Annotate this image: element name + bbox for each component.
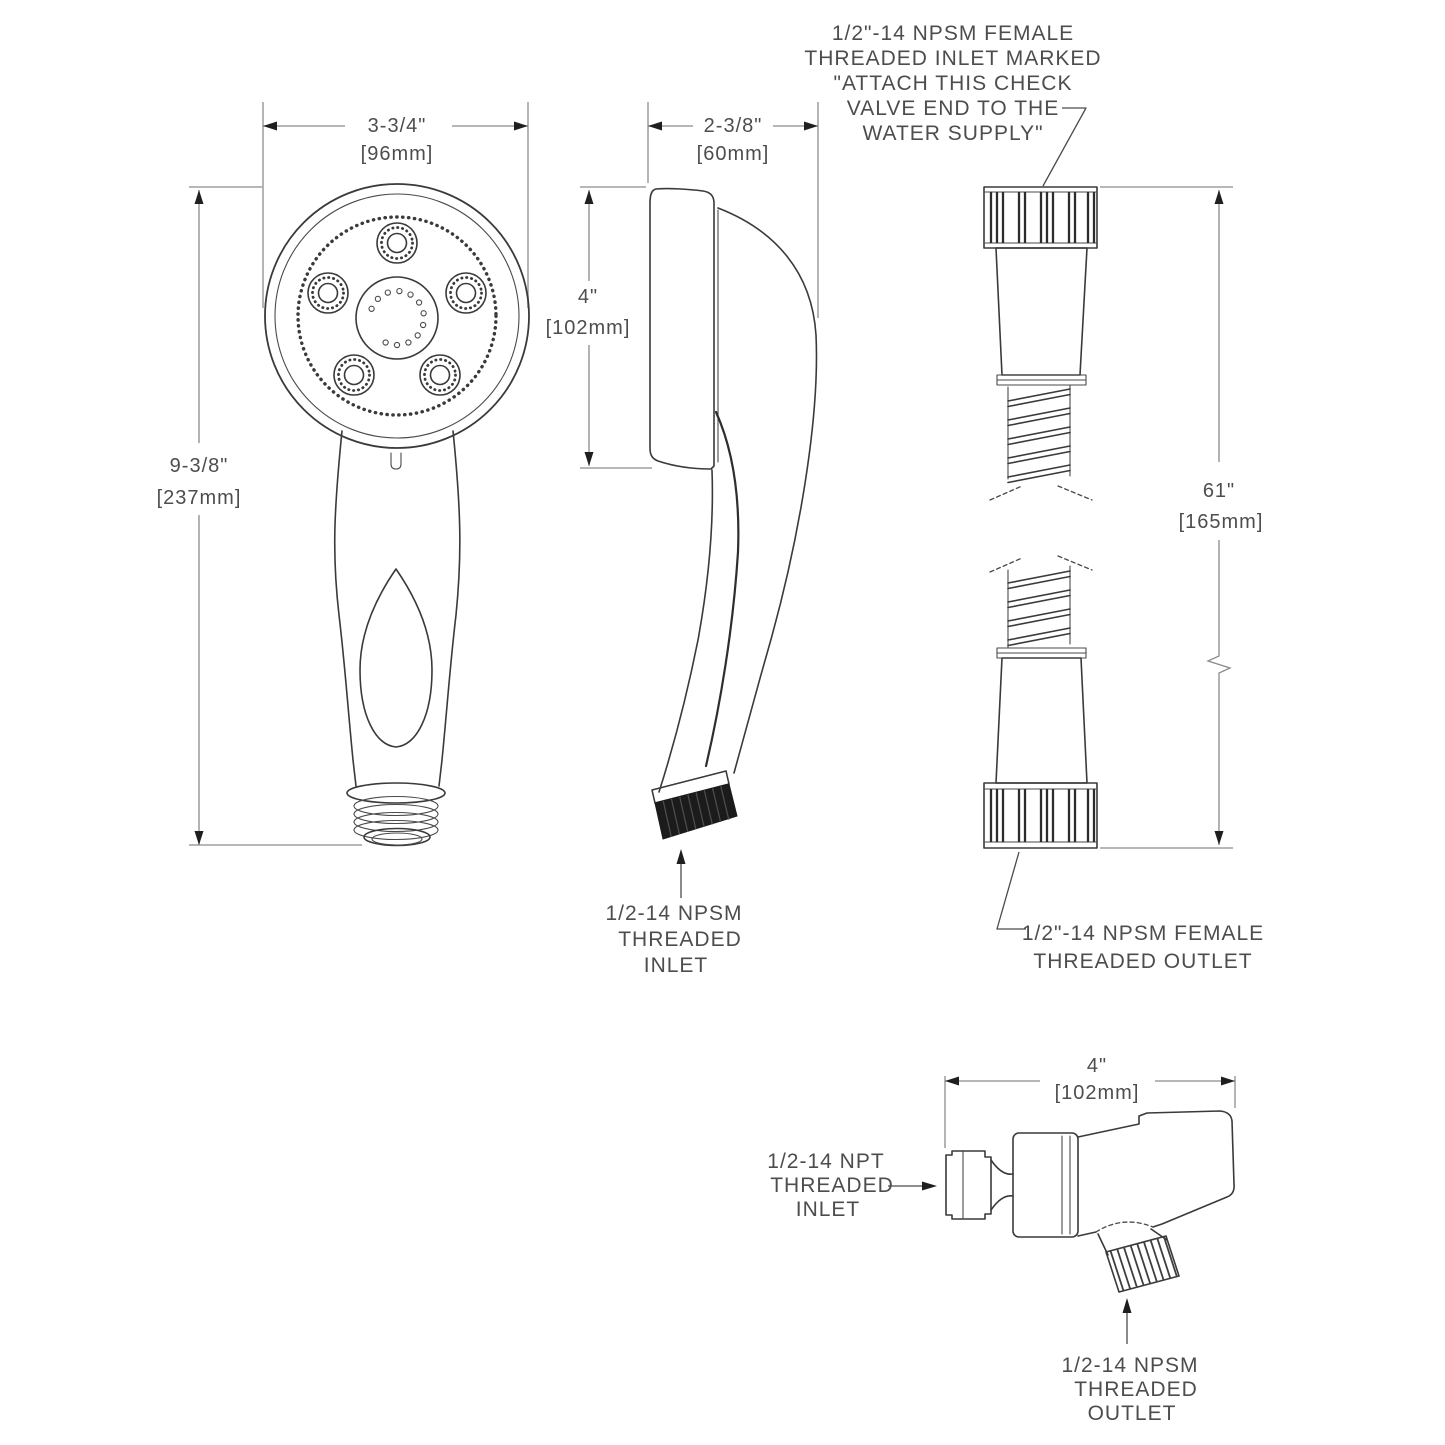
hose-break-line-upper-right bbox=[1057, 485, 1093, 501]
hose-break-line-lower bbox=[989, 557, 1023, 573]
dimension-break-symbol bbox=[1206, 648, 1232, 690]
side-depth-dimension: 2-3/8" [60mm] bbox=[647, 102, 819, 318]
showerhead-handle-front bbox=[333, 430, 461, 847]
spray-nozzle-bottom-right bbox=[419, 354, 461, 396]
center-jet-cluster bbox=[355, 276, 439, 360]
mount-ball-joint bbox=[1095, 1221, 1154, 1233]
spray-nozzle-right bbox=[445, 272, 487, 314]
mount-inlet-block bbox=[945, 1150, 992, 1220]
hose-inlet-callout: 1/2"-14 NPSM FEMALE THREADED INLET MARKE… bbox=[804, 22, 1101, 187]
hose-inlet-label-line5: WATER SUPPLY" bbox=[862, 122, 1043, 145]
mount-outlet-callout: 1/2-14 NPSM THREADED OUTLET bbox=[1061, 1298, 1198, 1425]
mount-width-inches: 4" bbox=[1087, 1055, 1107, 1077]
hose-inlet-label-line4: VALVE END TO THE bbox=[847, 97, 1059, 120]
spray-face-plate bbox=[649, 187, 715, 470]
mount-inlet-label-line1: 1/2-14 NPT bbox=[767, 1150, 884, 1173]
hose-inlet-label-line1: 1/2"-14 NPSM FEMALE bbox=[832, 22, 1074, 45]
front-height-inches: 9-3/8" bbox=[170, 455, 229, 477]
hose-lower-nut bbox=[983, 782, 1098, 849]
side-face-mm: [102mm] bbox=[546, 317, 631, 339]
hose-lower-connector-body bbox=[995, 647, 1088, 784]
handle-grip-inlay bbox=[359, 568, 433, 748]
hose-upper-coil bbox=[989, 384, 1093, 501]
mount-width-mm: [102mm] bbox=[1055, 1082, 1140, 1104]
mount-outlet-label-line3: OUTLET bbox=[1088, 1402, 1177, 1425]
side-depth-mm: [60mm] bbox=[697, 143, 770, 165]
front-height-dimension: 9-3/8" [237mm] bbox=[157, 186, 362, 846]
hose-upper-nut bbox=[983, 186, 1098, 249]
mount-inlet-label-line3: INLET bbox=[796, 1198, 861, 1221]
hose-length-inches: 61" bbox=[1203, 480, 1235, 502]
shower-mount-bracket bbox=[945, 1110, 1235, 1293]
mount-outlet-label-line1: 1/2-14 NPSM bbox=[1061, 1354, 1198, 1377]
mount-view: 4" [102mm] bbox=[767, 1055, 1236, 1425]
front-width-mm: [96mm] bbox=[361, 143, 434, 165]
hose-outlet-label-line2: THREADED OUTLET bbox=[1033, 950, 1252, 973]
spray-nozzle-bottom-left bbox=[333, 354, 375, 396]
side-face-dimension: 4" [102mm] bbox=[546, 186, 652, 469]
mount-outlet-label-line2: THREADED bbox=[1074, 1378, 1198, 1401]
side-face-inches: 4" bbox=[578, 286, 598, 308]
side-inlet-label-line3: INLET bbox=[644, 954, 709, 977]
hose-length-mm: [165mm] bbox=[1179, 511, 1264, 533]
hose-view: 61" [165mm] 1/2"-14 NPSM FEMALE THREADED… bbox=[804, 22, 1264, 973]
spray-nozzle-left bbox=[307, 272, 349, 314]
hose-lower-coil bbox=[989, 555, 1093, 649]
showerhead-face bbox=[264, 183, 530, 449]
front-height-mm: [237mm] bbox=[157, 487, 242, 509]
hose-outlet-label-line1: 1/2"-14 NPSM FEMALE bbox=[1022, 922, 1264, 945]
front-width-dimension: 3-3/4" [96mm] bbox=[262, 102, 529, 308]
front-view: 3-3/4" [96mm] 9-3/8" [237mm] bbox=[157, 102, 530, 847]
handle-threaded-inlet-side bbox=[651, 770, 738, 840]
mount-threaded-outlet bbox=[1105, 1235, 1180, 1293]
hose-break-line-upper bbox=[989, 485, 1023, 501]
hose-inlet-label-line3: "ATTACH THIS CHECK bbox=[834, 72, 1073, 95]
mount-arm-body bbox=[1077, 1110, 1235, 1228]
hose-upper-connector-body bbox=[995, 247, 1088, 386]
showerhead-side-profile bbox=[649, 187, 818, 840]
mount-inlet-callout: 1/2-14 NPT THREADED INLET bbox=[767, 1150, 937, 1221]
beaded-trim-ring bbox=[296, 215, 498, 417]
mount-width-dimension: 4" [102mm] bbox=[944, 1055, 1236, 1148]
mount-inlet-label-line2: THREADED bbox=[770, 1174, 894, 1197]
side-view: 2-3/8" [60mm] 4" [102mm] bbox=[546, 102, 819, 977]
spray-nozzle-top bbox=[376, 222, 418, 264]
mount-collar bbox=[1012, 1132, 1079, 1238]
side-depth-inches: 2-3/8" bbox=[704, 115, 763, 137]
side-inlet-label-line1: 1/2-14 NPSM bbox=[605, 902, 742, 925]
hose-inlet-label-line2: THREADED INLET MARKED bbox=[804, 47, 1101, 70]
handle-threaded-connector-front bbox=[346, 782, 446, 847]
hose-length-dimension: 61" [165mm] bbox=[1100, 186, 1264, 849]
front-width-inches: 3-3/4" bbox=[368, 115, 427, 137]
hose-break-line-lower-right bbox=[1057, 555, 1093, 571]
hose-outlet-callout: 1/2"-14 NPSM FEMALE THREADED OUTLET bbox=[996, 851, 1264, 973]
side-inlet-callout: 1/2-14 NPSM THREADED INLET bbox=[605, 849, 742, 977]
mode-switch-tab bbox=[390, 452, 402, 470]
side-inlet-label-line2: THREADED bbox=[618, 928, 742, 951]
